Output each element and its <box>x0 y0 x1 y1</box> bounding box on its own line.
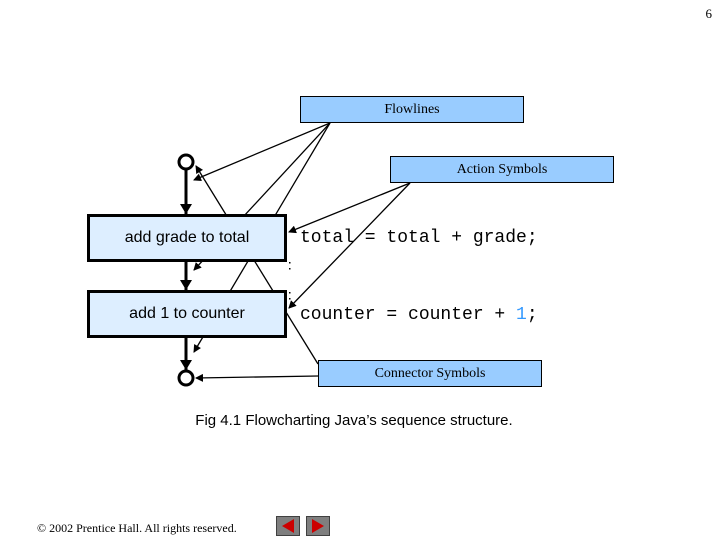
flowlines-callout: Flowlines <box>300 96 524 123</box>
triangle-left-icon <box>282 519 294 533</box>
previous-slide-button[interactable] <box>276 516 300 536</box>
pointer-connector-to-end <box>195 373 319 382</box>
action-symbols-callout: Action Symbols <box>390 156 614 183</box>
code-literal-one: 1 <box>516 305 527 325</box>
code-line-counter-prefix: counter = counter + <box>300 305 517 325</box>
next-slide-button[interactable] <box>306 516 330 536</box>
pointer-action-to-box-2 <box>288 182 411 309</box>
code-line-total: total = total + grade; <box>300 228 538 248</box>
action-box-add-counter: add 1 to counter <box>87 290 287 338</box>
end-connector-symbol <box>177 369 195 387</box>
page-number: 6 <box>705 6 713 21</box>
code-line-counter: counter = counter + 1; <box>300 305 538 325</box>
arrowhead-to-box-2 <box>180 280 192 290</box>
arrowhead-to-box-1 <box>180 204 192 214</box>
pointer-action-to-box-1 <box>288 182 411 234</box>
action-box-add-grade: add grade to total <box>87 214 287 262</box>
figure-caption: Fig 4.1 Flowcharting Java’s sequence str… <box>195 412 513 429</box>
dot-marks <box>289 262 291 300</box>
triangle-right-icon <box>312 519 324 533</box>
start-connector-symbol <box>177 153 195 171</box>
copyright-notice: © 2002 Prentice Hall. All rights reserve… <box>37 521 237 535</box>
code-line-counter-suffix: ; <box>526 305 538 325</box>
flowline-arrowheads <box>180 204 192 370</box>
pointer-connector-to-start <box>195 165 319 365</box>
pointer-flowlines-to-top <box>193 122 331 181</box>
arrowhead-to-end <box>180 360 192 370</box>
connector-symbols-callout: Connector Symbols <box>318 360 542 387</box>
